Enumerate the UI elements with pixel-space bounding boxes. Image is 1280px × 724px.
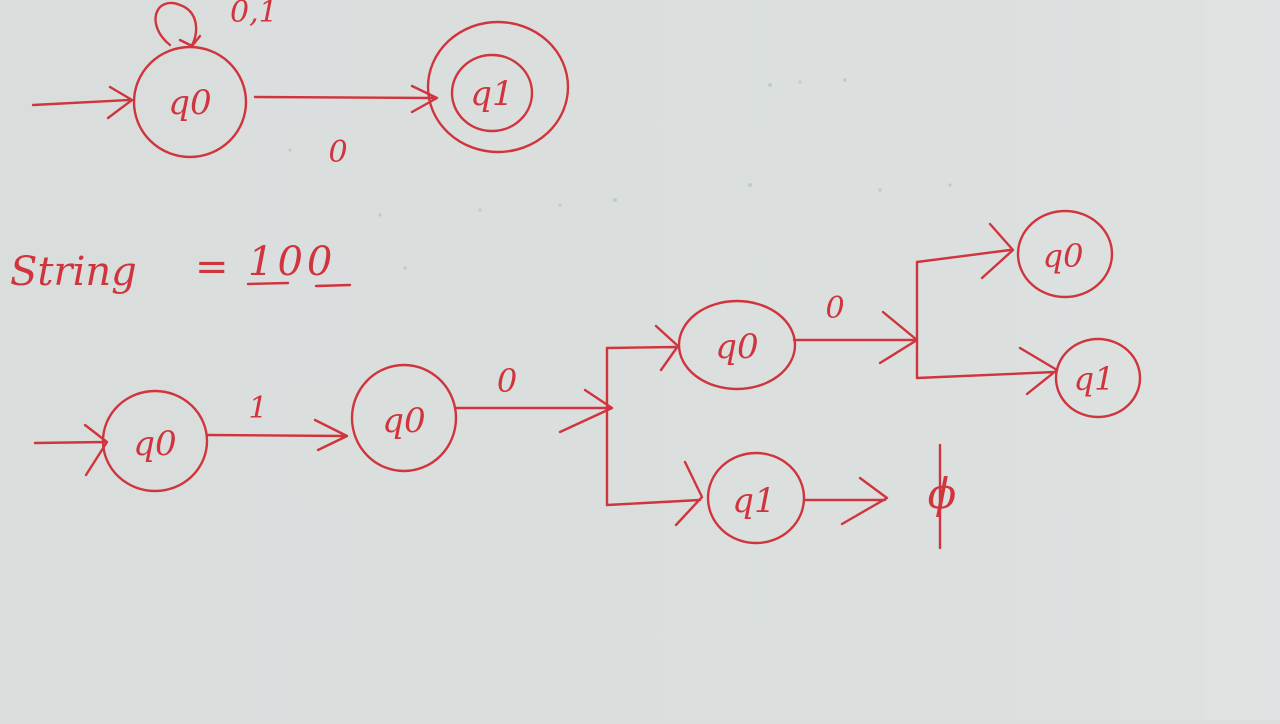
trace-state-1 — [101, 389, 209, 493]
top-nfa — [31, 1, 570, 159]
string-underline-2 — [314, 283, 352, 288]
string-label: String — [10, 249, 137, 295]
trace-label-1: q0 — [133, 424, 176, 464]
trace-tree — [33, 209, 1142, 550]
trace-label-3a: q0 — [715, 327, 758, 367]
trace-label-3b: q1 — [732, 481, 775, 521]
edge-label-3: 0 — [825, 291, 844, 326]
start-arrow-q0 — [31, 85, 134, 120]
q0-to-q1-arrow — [253, 84, 439, 114]
edge-label-1: 1 — [248, 391, 267, 426]
string-underline-1 — [246, 281, 290, 286]
arrow-s1-s2 — [206, 418, 349, 452]
trace-label-2: q0 — [382, 401, 425, 441]
start-arrow-s1 — [33, 423, 109, 477]
trace-state-3a — [677, 299, 797, 391]
trace-state-2 — [350, 363, 458, 473]
q0-state — [132, 45, 248, 159]
trace-label-4b: q1 — [1074, 360, 1115, 398]
dead-state-symbol: ϕ — [928, 469, 957, 518]
string-equals: = — [195, 244, 229, 290]
arrow-s2-branch — [453, 388, 614, 434]
arrow-to-s4a — [915, 222, 1015, 280]
trace-state-4b — [1054, 337, 1142, 419]
top-edge-label: 0 — [328, 135, 347, 170]
q1-inner-ring — [450, 53, 534, 133]
q1-outer-ring — [426, 20, 570, 154]
q0-label: q0 — [168, 83, 211, 123]
trace-state-3b — [706, 451, 806, 545]
loop-label: 0,1 — [230, 0, 278, 30]
trace-state-4a — [1016, 209, 1114, 299]
arrow-to-s3b — [605, 460, 704, 527]
edge-label-2: 0 — [497, 362, 517, 400]
string-value: 100 — [248, 239, 336, 285]
q0-self-loop — [154, 1, 198, 47]
arrow-s3b-dead — [803, 476, 889, 526]
q1-label: q1 — [470, 74, 513, 114]
faint-smudges — [288, 78, 952, 270]
trace-label-4a: q0 — [1043, 237, 1084, 275]
